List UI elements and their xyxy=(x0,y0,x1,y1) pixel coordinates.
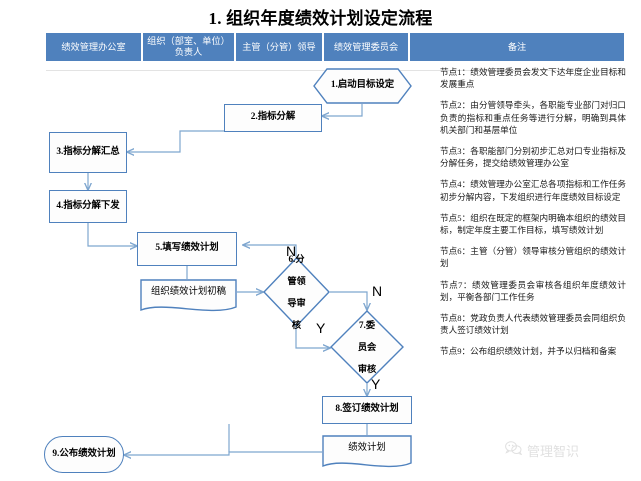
note-item: 节点7：绩效管理委员会审核各组织年度绩效计划，平衡各部门工作任务 xyxy=(440,279,626,302)
branch-label-n6-yes: Y xyxy=(316,320,326,336)
header-col-supervising-leader: 主管（分管）领导 xyxy=(236,33,324,61)
note-item: 节点3：各职能部门分别初步汇总对口专业指标及分解任务，提交给绩效管理办公室 xyxy=(440,146,626,169)
decision-6-line1: 6.分 xyxy=(288,253,305,264)
decision-committee-review[interactable]: 7.委 员会 审核 xyxy=(330,310,404,384)
header-col-performance-committee: 绩效管理委员会 xyxy=(324,33,410,61)
watermark-label: 管理智识 xyxy=(527,444,580,459)
wechat-icon xyxy=(505,441,523,460)
document-performance-plan[interactable]: 绩效计划 xyxy=(322,435,412,471)
branch-label-n7-yes: Y xyxy=(371,376,381,392)
node-9-label: 9.公布绩效计划 xyxy=(52,448,116,459)
node-index-decomposition[interactable]: 2.指标分解 xyxy=(224,104,322,132)
branch-label-n6-no: N xyxy=(286,243,297,259)
header-col-unit-leader: 组织（部室、单位）负责人 xyxy=(143,33,236,61)
header-col-performance-office: 绩效管理办公室 xyxy=(46,33,143,61)
decision-7-label: 7.委 员会 审核 xyxy=(330,310,404,384)
document-2-label: 绩效计划 xyxy=(348,443,386,454)
decision-7-line1: 7.委 xyxy=(358,319,376,330)
decision-6-line3: 导审 xyxy=(287,297,306,308)
node-1-label: 1.启动目标设定 xyxy=(330,80,395,91)
decision-7-line3: 审核 xyxy=(357,363,377,374)
branch-label-n7-no: N xyxy=(372,283,383,299)
header-col-remarks: 备注 xyxy=(410,33,624,61)
decision-6-label: 6.分 管领 导审 核 xyxy=(263,253,330,330)
note-item: 节点5：组织在既定的框架内明确本组织的绩效目标，制定年度主要工作目标，填写绩效计… xyxy=(440,212,626,236)
node-3-label: 3.指标分解汇总 xyxy=(56,146,120,157)
note-item: 节点1：绩效管理委员会发文下达年度企业目标和发展重点 xyxy=(440,67,626,90)
node-sign-performance-plan[interactable]: 8.签订绩效计划 xyxy=(322,396,412,424)
note-item: 节点4：绩效管理办公室汇总各项指标和工作任务初步分解内容，下发组织进行年度绩效目… xyxy=(440,179,626,202)
node-5-label: 5.填写绩效计划 xyxy=(155,243,219,254)
node-fill-performance-plan[interactable]: 5.填写绩效计划 xyxy=(137,232,237,266)
remarks-notes-list: 节点1：绩效管理委员会发文下达年度企业目标和发展重点 节点2：由分管领导牵头，各… xyxy=(440,66,626,358)
node-8-label: 8.签订绩效计划 xyxy=(335,404,399,415)
note-item: 节点8：党政负责人代表绩效管理委员会同组织负责人签订绩效计划 xyxy=(440,313,626,336)
decision-6-line4: 核 xyxy=(291,319,302,330)
node-2-label: 2.指标分解 xyxy=(250,112,296,123)
note-item: 节点6：主管（分管）领导审核分管组织的绩效计划 xyxy=(440,246,626,269)
node-publish-performance-plan[interactable]: 9.公布绩效计划 xyxy=(44,436,124,473)
note-item: 节点2：由分管领导牵头，各职能专业部门对归口负责的指标和重点任务等进行分解，明确… xyxy=(440,100,626,135)
node-4-label: 4.指标分解下发 xyxy=(56,200,120,211)
document-1-label: 组织绩效计划初稿 xyxy=(150,287,226,298)
decision-7-line2: 员会 xyxy=(357,341,377,352)
page-title: 1. 组织年度绩效计划设定流程 xyxy=(208,9,433,28)
node-index-distribution[interactable]: 4.指标分解下发 xyxy=(49,190,127,223)
node-index-summary[interactable]: 3.指标分解汇总 xyxy=(49,132,127,173)
document-draft-plan[interactable]: 组织绩效计划初稿 xyxy=(140,279,237,315)
note-item: 节点9：公布组织绩效计划，并予以归档和备案 xyxy=(440,346,617,357)
swimlane-header: 绩效管理办公室 组织（部室、单位）负责人 主管（分管）领导 绩效管理委员会 备注 xyxy=(46,33,624,61)
decision-6-line2: 管领 xyxy=(287,275,306,286)
decision-supervisor-review[interactable]: 6.分 管领 导审 核 xyxy=(263,253,330,330)
watermark: 管理智识 xyxy=(505,441,579,460)
node-start-goal-setting[interactable]: 1.启动目标设定 xyxy=(313,68,412,104)
